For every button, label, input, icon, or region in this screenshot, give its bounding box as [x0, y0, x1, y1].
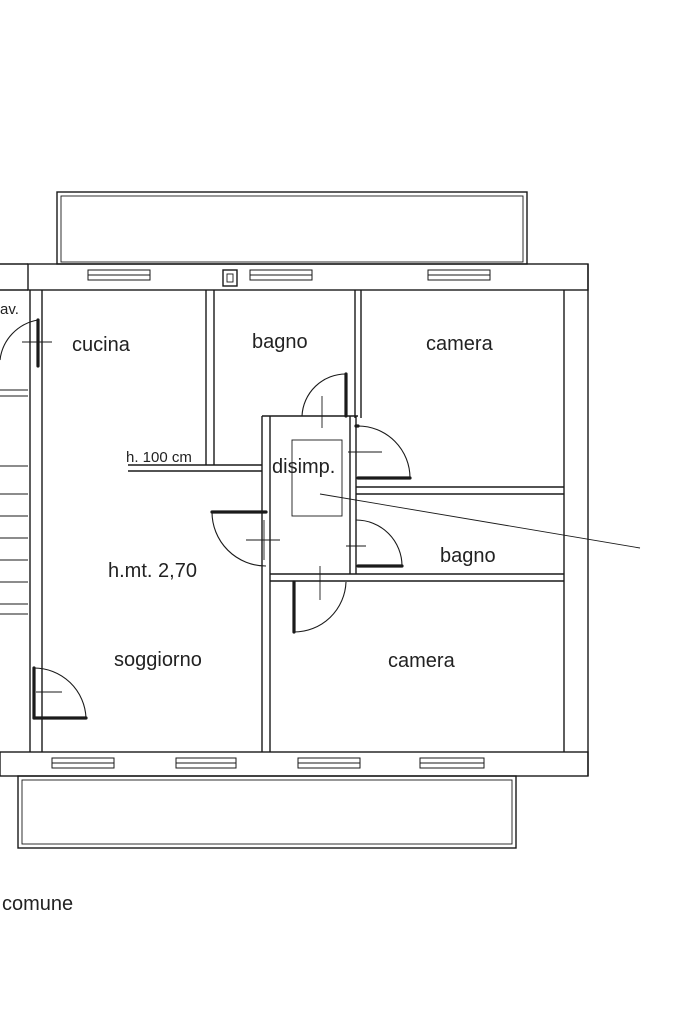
door-soggiorno	[210, 510, 280, 567]
room-label-bagno-mid: bagno	[440, 545, 496, 567]
room-height-label: h.mt. 2,70	[108, 560, 197, 582]
door-camera-bottom	[292, 566, 347, 634]
room-label-disimp: disimp.	[272, 456, 335, 478]
room-label-bagno-top: bagno	[252, 331, 308, 353]
staircase	[0, 389, 28, 615]
room-label-camera-top: camera	[426, 333, 494, 355]
room-label-camera-bottom: camera	[388, 650, 456, 672]
door-bagno-top	[301, 372, 348, 428]
disimp-fixture	[291, 439, 641, 549]
bottom-balcony	[17, 775, 517, 849]
door-camera-top	[348, 424, 412, 480]
door-cucina-left	[0, 318, 52, 368]
bottom-windows	[51, 757, 485, 769]
counter-height-label: h. 100 cm	[126, 449, 192, 466]
door-bagno-mid	[346, 519, 404, 568]
partial-room-label: av.	[0, 301, 19, 318]
interior-walls	[128, 290, 564, 752]
top-windows	[87, 269, 491, 287]
room-label-cucina: cucina	[72, 334, 131, 356]
top-balcony	[56, 191, 528, 265]
common-area-label: comune	[2, 893, 73, 915]
exterior-walls	[0, 263, 589, 777]
door-soggiorno-left	[32, 666, 88, 720]
room-label-soggiorno: soggiorno	[114, 649, 202, 671]
